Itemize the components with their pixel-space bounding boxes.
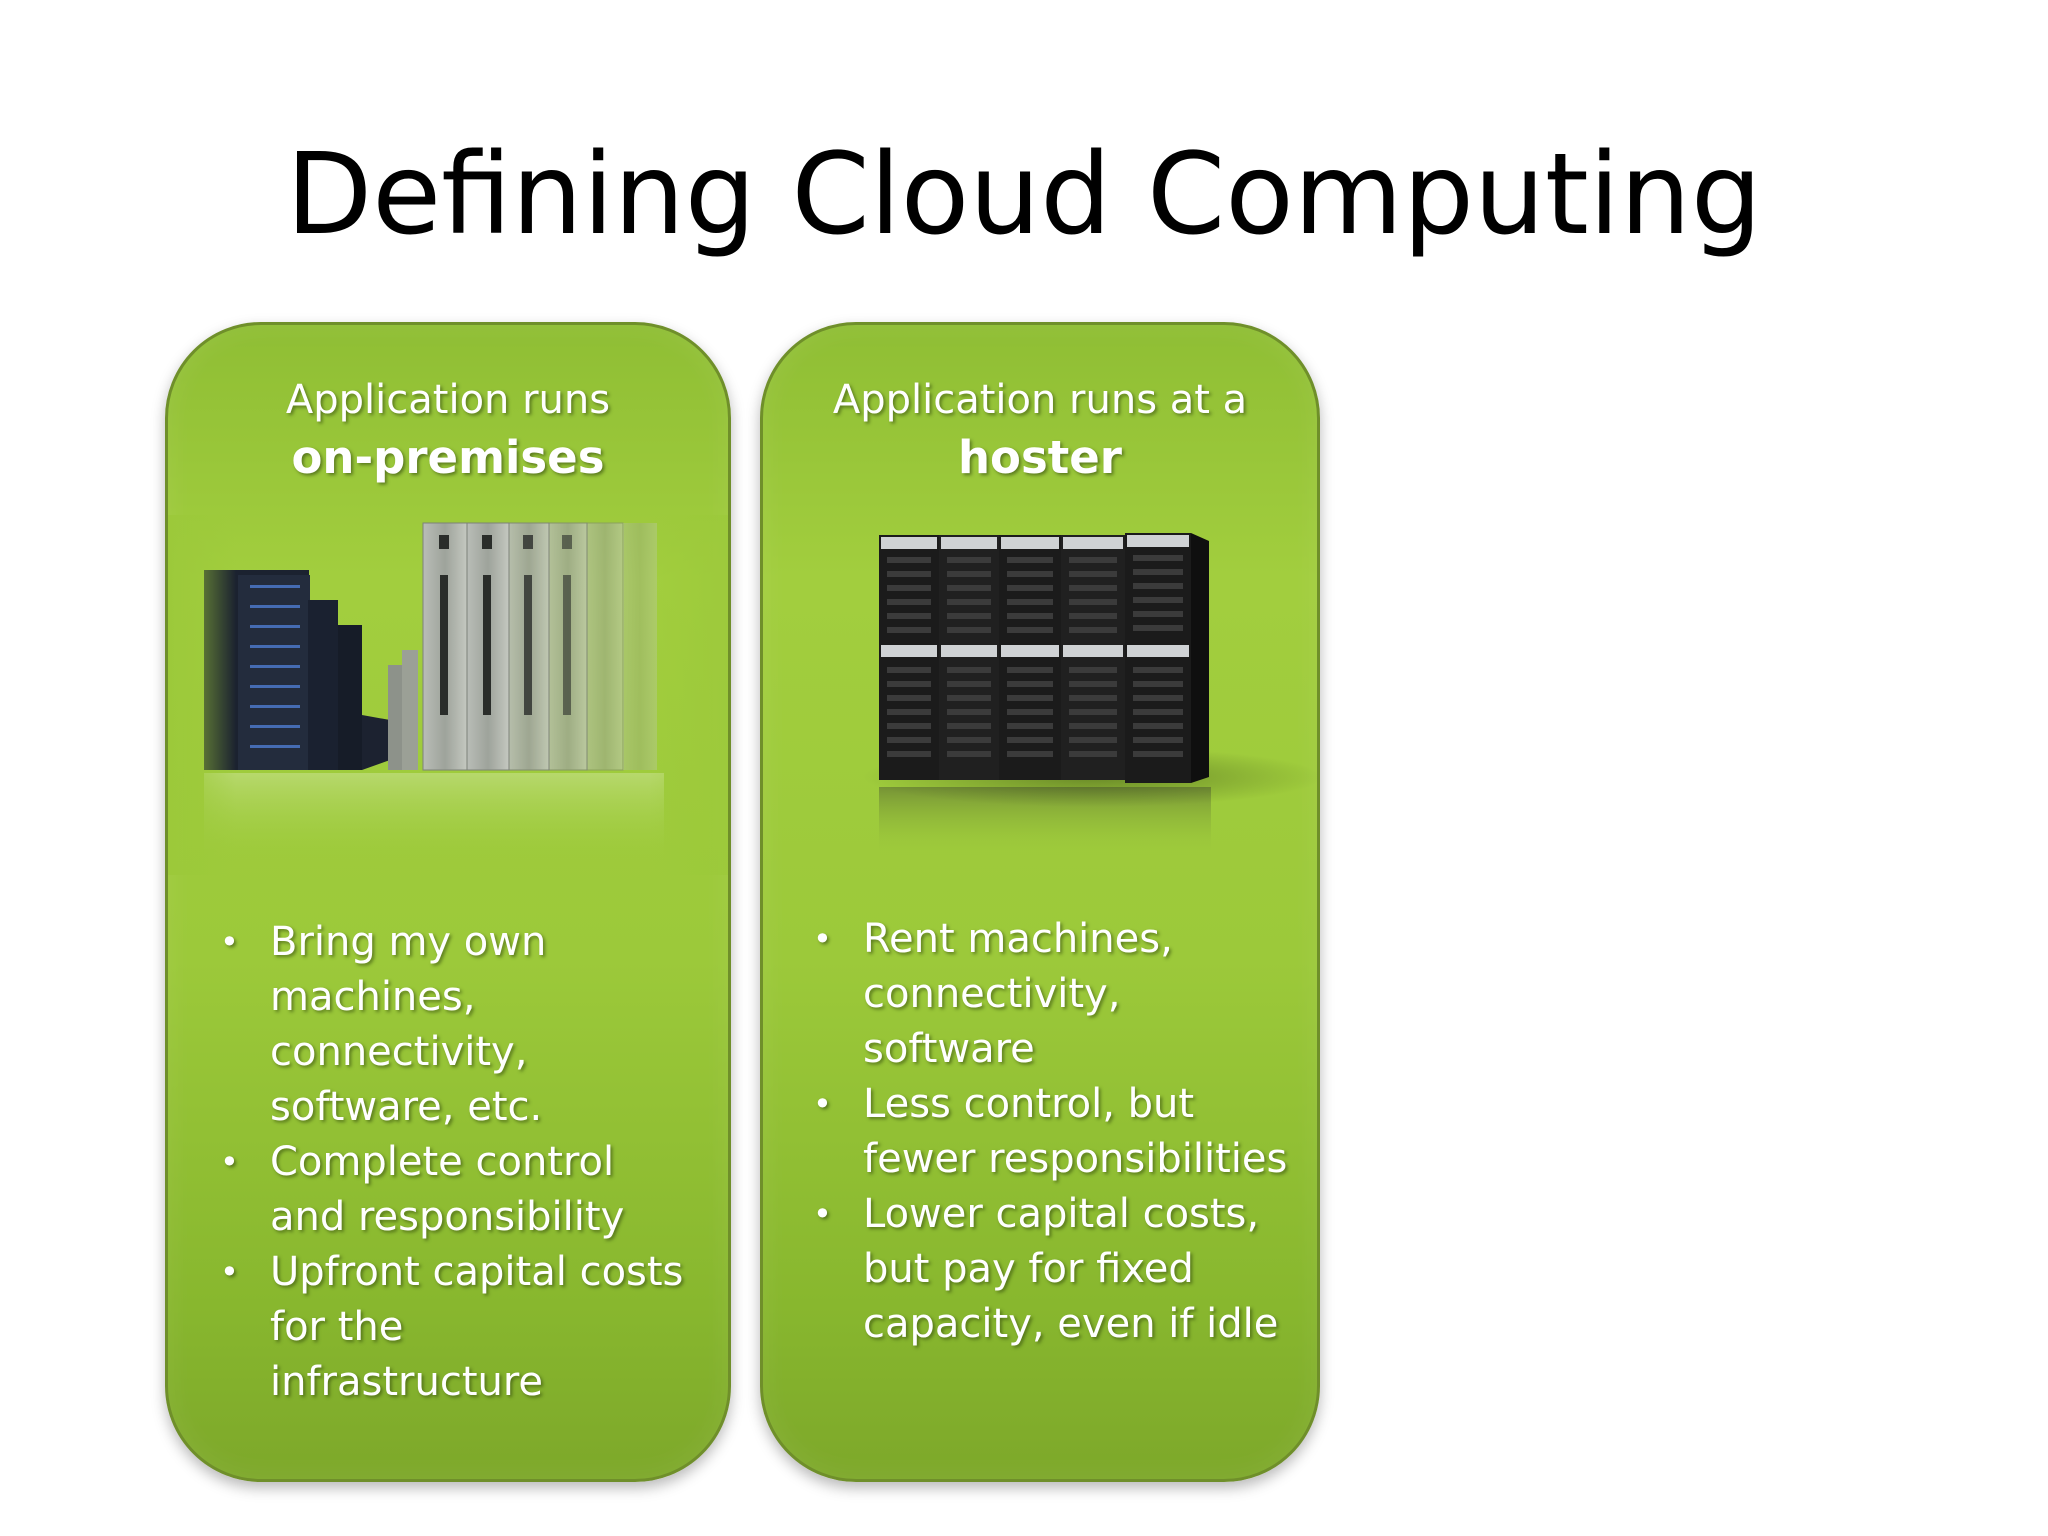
- card-heading-line1: Application runs: [285, 377, 611, 423]
- list-item: •Less control, but fewer responsibilitie…: [811, 1077, 1301, 1187]
- bullet-icon: •: [220, 1143, 239, 1181]
- list-item: •Rent machines, connectivity, software: [811, 912, 1301, 1077]
- card-heading: Application runs on-premises: [168, 371, 728, 487]
- list-item: •Complete control and responsibility: [218, 1135, 688, 1245]
- list-item: •Bring my own machines, connectivity, so…: [218, 915, 688, 1135]
- server-rack-row-image: [168, 515, 728, 1015]
- bullet-icon: •: [813, 920, 832, 958]
- card-heading: Application runs at a hoster: [763, 371, 1317, 487]
- hoster-card: Application runs at a hoster: [760, 322, 1320, 1482]
- card-heading-line2: on-premises: [291, 431, 605, 484]
- list-item: •Upfront capital costs for the infrastru…: [218, 1245, 688, 1410]
- slide-title: Defining Cloud Computing: [285, 130, 1762, 260]
- bullet-icon: •: [220, 1253, 239, 1291]
- bullet-icon: •: [813, 1195, 832, 1233]
- card-heading-line2: hoster: [958, 431, 1122, 484]
- server-cluster-image: [763, 515, 1317, 1015]
- bullet-icon: •: [220, 923, 239, 961]
- on-premises-bullet-list: •Bring my own machines, connectivity, so…: [218, 915, 688, 1410]
- bullet-icon: •: [813, 1085, 832, 1123]
- hoster-bullet-list: •Rent machines, connectivity, software •…: [811, 912, 1301, 1352]
- list-item: •Lower capital costs, but pay for fixed …: [811, 1187, 1301, 1352]
- server-cabinets: [879, 533, 1209, 783]
- on-premises-card: Application runs on-premises: [165, 322, 731, 1482]
- card-heading-line1: Application runs at a: [832, 377, 1248, 423]
